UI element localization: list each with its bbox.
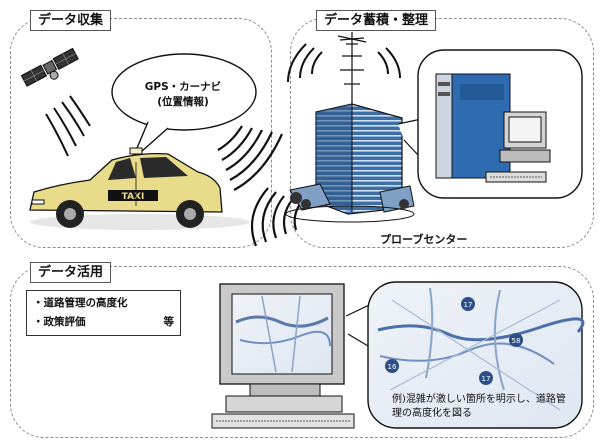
probe-center-label: プローブセンター (380, 233, 468, 246)
data-collection-title: データ収集 (30, 10, 112, 31)
gps-bubble-line1: GPS・カーナビ (144, 81, 222, 93)
taxi-icon: TAXI (29, 147, 250, 230)
taxi-sign: TAXI (122, 192, 145, 202)
uses-list-box: ・道路管理の高度化 ・政策評価 等 (26, 290, 181, 336)
use-item-policy-evaluation: ・政策評価 (33, 316, 86, 328)
gps-bubble-line2: (位置情報) (157, 96, 209, 108)
data-utilization-title: データ活用 (30, 262, 112, 283)
route-marker-1: 17 (464, 301, 473, 309)
computer-terminal-icon (211, 283, 355, 429)
server-callout (397, 49, 583, 199)
taxi-signal-waves (217, 125, 284, 191)
map-callout: 17 58 16 17 (345, 281, 585, 429)
map-caption: 例)混雑が激しい箇所を明示し、道路管理の高度化を図る (392, 394, 566, 419)
route-marker-2: 58 (512, 337, 521, 345)
antenna-tower-icon (337, 32, 367, 108)
data-utilization-section (10, 266, 594, 438)
probe-center-building-icon (285, 103, 415, 223)
satellite-signal-waves (45, 95, 91, 157)
use-item-etc: 等 (163, 316, 175, 328)
satellite-icon (20, 47, 79, 87)
center-signal-waves (250, 187, 301, 247)
use-item-road-management: ・道路管理の高度化 (33, 297, 128, 309)
tower-signal-waves (287, 43, 401, 83)
route-marker-4: 17 (482, 375, 491, 383)
route-marker-3: 16 (388, 363, 397, 371)
data-storage-title: データ蓄積・整理 (316, 10, 437, 31)
gps-bubble-text: GPS・カーナビ (位置情報) (128, 80, 238, 110)
data-storage-section (290, 18, 594, 248)
